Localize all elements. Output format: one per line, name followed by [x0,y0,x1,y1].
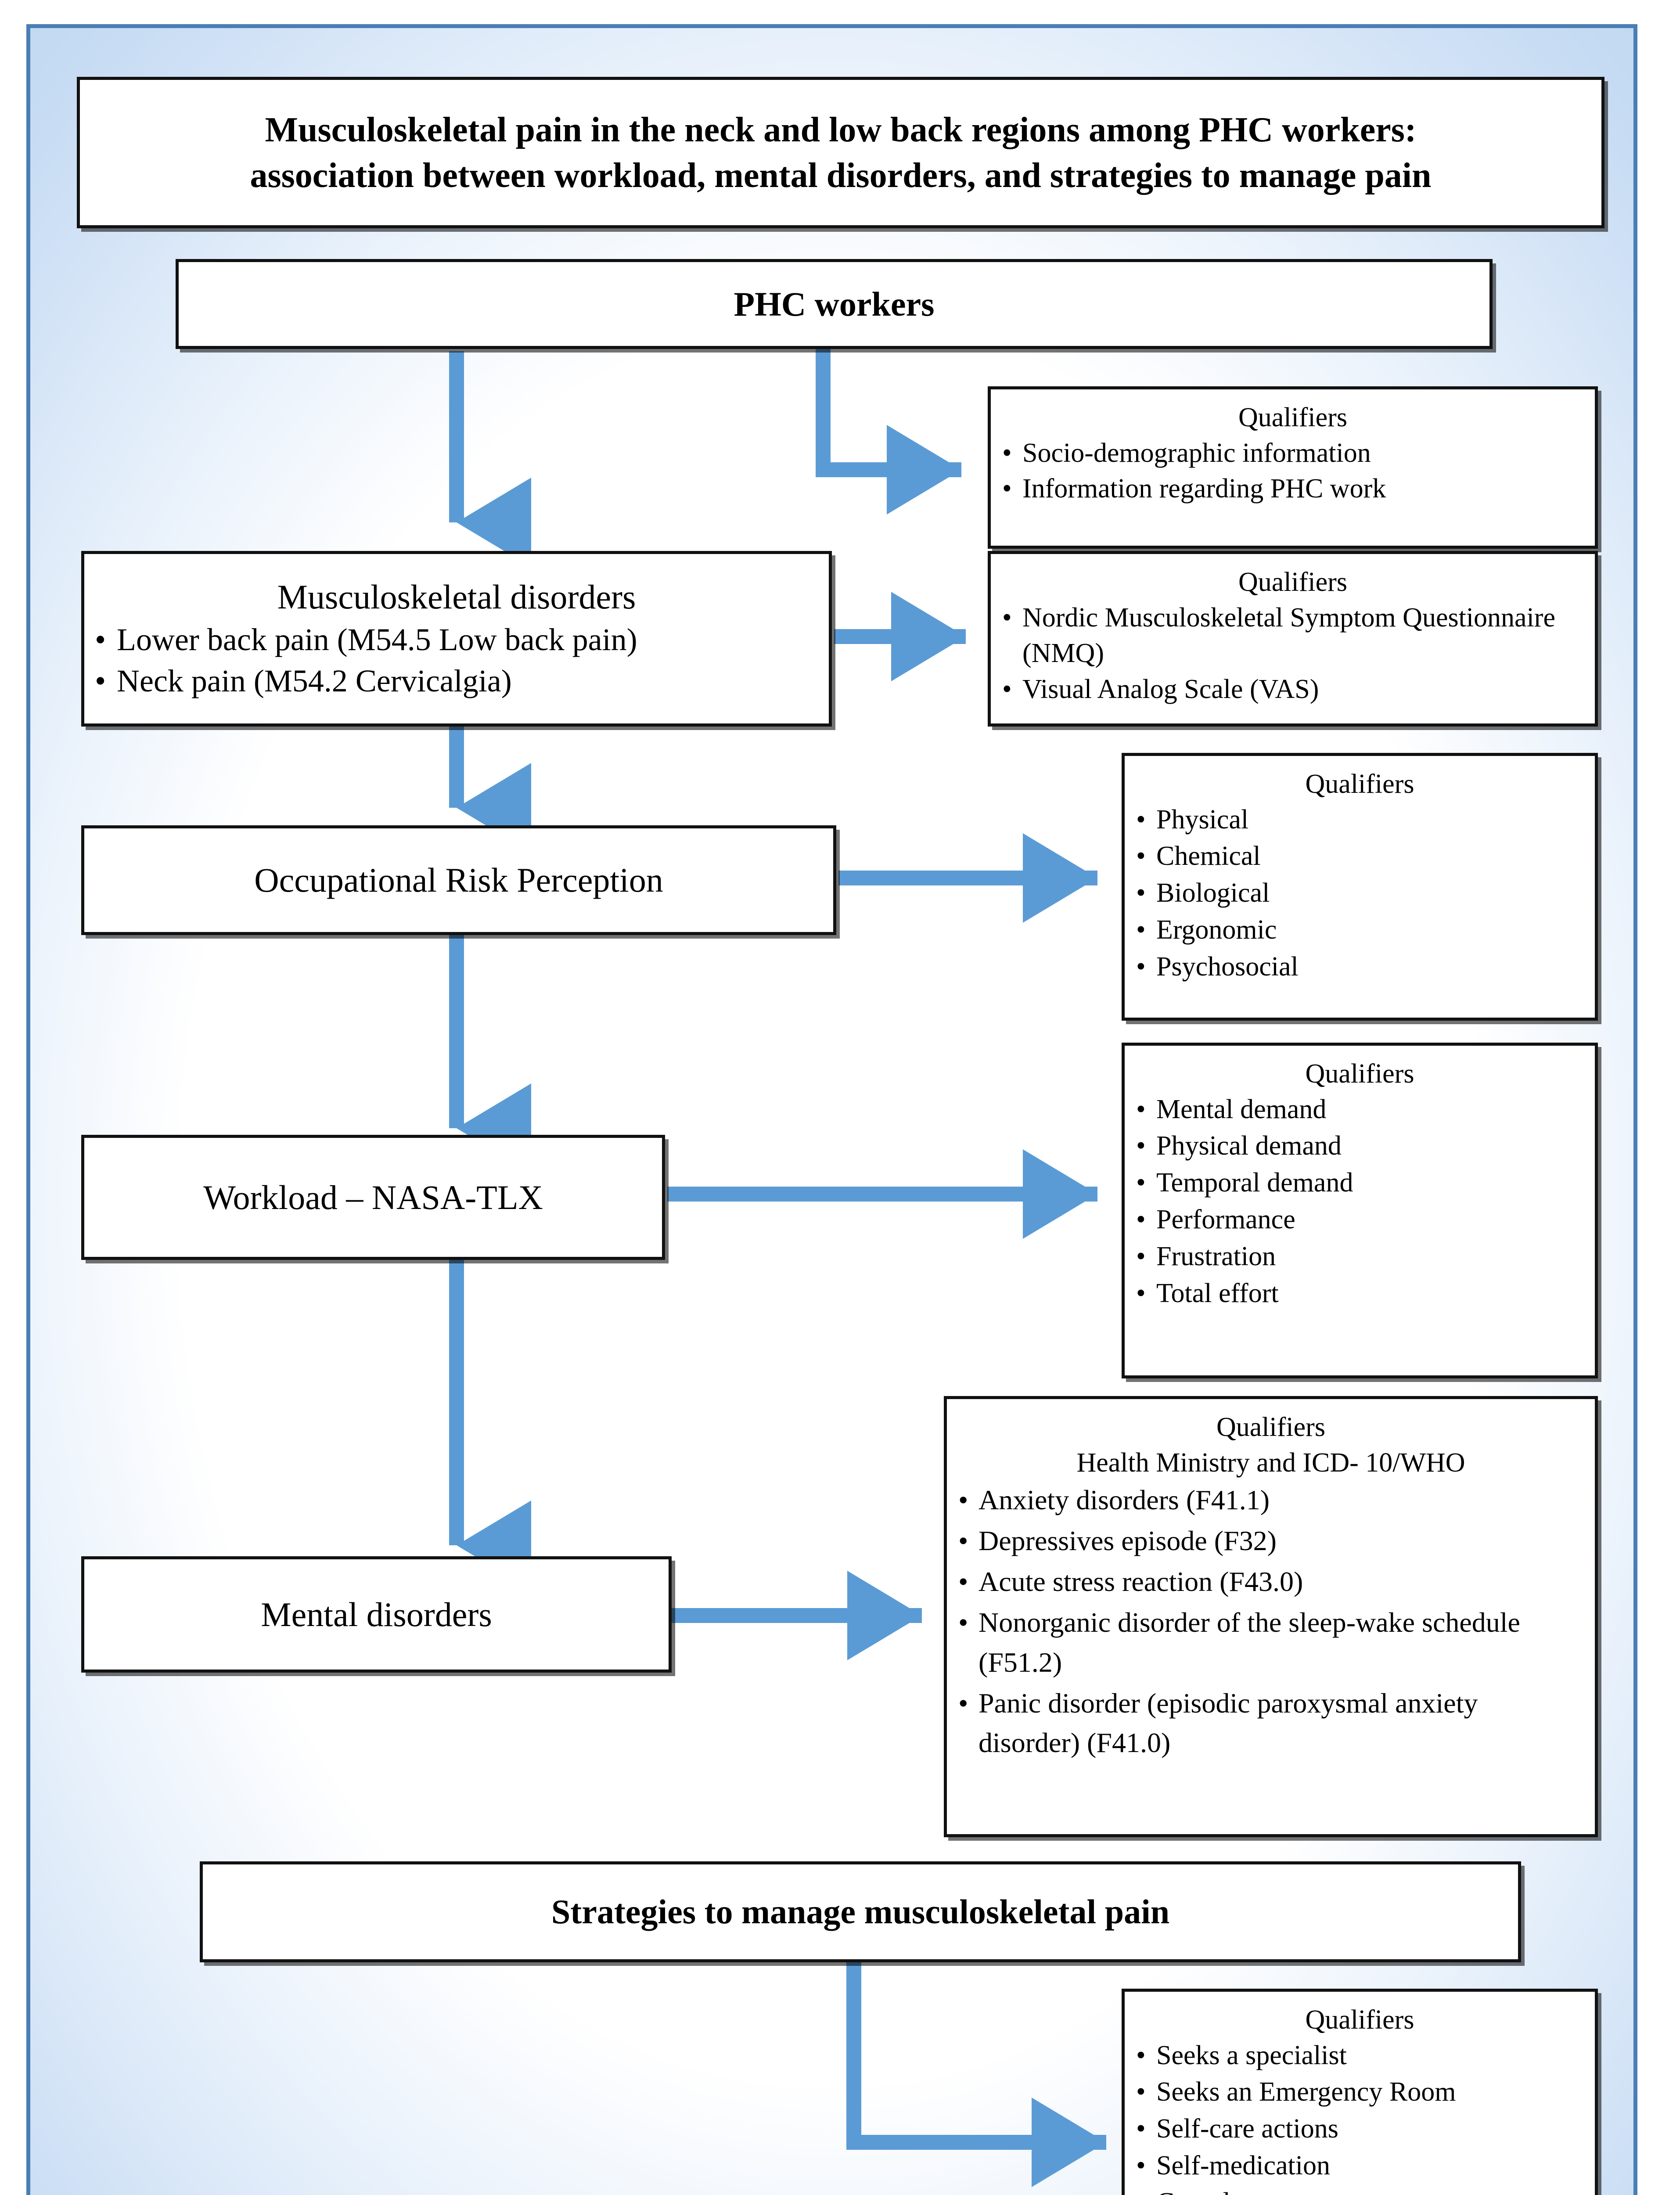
qualifiers-mental-disorders-subheading: Health Ministry and ICD- 10/WHO [1076,1447,1465,1478]
list-item: Mental demand [1136,1092,1583,1128]
qualifiers-phc-workers-heading: Qualifiers [1238,403,1347,432]
list-item: Total effort [1136,1276,1583,1312]
list-item: Neck pain (M54.2 Cervicalgia) [95,661,818,702]
title-line-1: Musculoskeletal pain in the neck and low… [265,110,1417,149]
qualifiers-mental-disorders-list: Anxiety disorders (F41.1) Depressives ep… [958,1480,1583,1763]
node-musculoskeletal-disorders-list: Lower back pain (M54.5 Low back pain) Ne… [95,619,818,702]
node-musculoskeletal-disorders-heading: Musculoskeletal disorders [277,577,636,616]
list-item: Ergonomic [1136,912,1583,948]
list-item: Depressives episode (F32) [958,1521,1583,1561]
list-item: Seeks an Emergency Room [1136,2074,1583,2110]
qualifiers-occupational-risk-list: Physical Chemical Biological Ergonomic P… [1136,802,1583,985]
node-phc-workers[interactable]: PHC workers [176,259,1493,349]
node-strategies[interactable]: Strategies to manage musculoskeletal pai… [200,1861,1521,1962]
qualifiers-workload-heading: Qualifiers [1305,1059,1414,1089]
list-item: Acute stress reaction (F43.0) [958,1562,1583,1602]
list-item: Nonorganic disorder of the sleep-wake sc… [958,1603,1583,1683]
list-item: Panic disorder (episodic paroxysmal anxi… [958,1684,1583,1763]
qualifiers-occupational-risk-perception: Qualifiers Physical Chemical Biological … [1122,753,1598,1021]
qualifiers-mental-disorders-heading: Qualifiers [1216,1412,1325,1442]
node-workload-label: Workload – NASA-TLX [203,1178,543,1216]
list-item: Temporal demand [1136,1165,1583,1201]
page-title-box: Musculoskeletal pain in the neck and low… [77,77,1604,228]
list-item: Frustration [1136,1239,1583,1275]
list-item: Performance [1136,1202,1583,1238]
qualifiers-phc-workers: Qualifiers Socio-demographic information… [988,386,1598,549]
node-occupational-risk-perception-label: Occupational Risk Perception [254,861,663,900]
qualifiers-workload-list: Mental demand Physical demand Temporal d… [1136,1092,1583,1312]
node-mental-disorders[interactable]: Mental disorders [81,1556,672,1673]
list-item: Physical [1136,802,1583,838]
list-item: Psychosocial [1136,949,1583,985]
list-item: Information regarding PHC work [1002,471,1583,507]
list-item: Socio-demographic information [1002,435,1583,471]
list-item: Lower back pain (M54.5 Low back pain) [95,619,818,661]
qualifiers-musculoskeletal-disorders-heading: Qualifiers [1238,567,1347,597]
list-item: Nordic Musculoskeletal Symptom Questionn… [1002,600,1583,672]
list-item: Chemical [1136,838,1583,874]
list-item: Self-care actions [1136,2111,1583,2147]
list-item: Visual Analog Scale (VAS) [1002,672,1583,708]
node-strategies-label: Strategies to manage musculoskeletal pai… [551,1893,1170,1931]
page-title: Musculoskeletal pain in the neck and low… [235,107,1446,198]
qualifiers-strategies-list: Seeks a specialist Seeks an Emergency Ro… [1136,2038,1583,2195]
qualifiers-workload: Qualifiers Mental demand Physical demand… [1122,1043,1598,1378]
qualifiers-strategies: Qualifiers Seeks a specialist Seeks an E… [1122,1989,1598,2195]
list-item: Biological [1136,875,1583,911]
node-occupational-risk-perception[interactable]: Occupational Risk Perception [81,825,836,935]
qualifiers-musculoskeletal-disorders: Qualifiers Nordic Musculoskeletal Sympto… [988,551,1598,727]
list-item: Physical demand [1136,1128,1583,1164]
qualifiers-musculoskeletal-disorders-list: Nordic Musculoskeletal Symptom Questionn… [1002,600,1583,708]
list-item: Seeks a specialist [1136,2038,1583,2074]
node-mental-disorders-label: Mental disorders [261,1595,492,1634]
qualifiers-mental-disorders: Qualifiers Health Ministry and ICD- 10/W… [944,1396,1598,1837]
qualifiers-occupational-risk-heading: Qualifiers [1305,769,1414,799]
list-item: Complementary treatments [1136,2185,1583,2195]
title-line-2: association between workload, mental dis… [250,156,1432,195]
node-phc-workers-label: PHC workers [734,284,935,323]
qualifiers-phc-workers-list: Socio-demographic information Informatio… [1002,435,1583,507]
list-item: Self-medication [1136,2148,1583,2184]
node-workload[interactable]: Workload – NASA-TLX [81,1135,665,1260]
list-item: Anxiety disorders (F41.1) [958,1480,1583,1520]
node-musculoskeletal-disorders[interactable]: Musculoskeletal disorders Lower back pai… [81,551,832,727]
qualifiers-strategies-heading: Qualifiers [1305,2005,1414,2035]
